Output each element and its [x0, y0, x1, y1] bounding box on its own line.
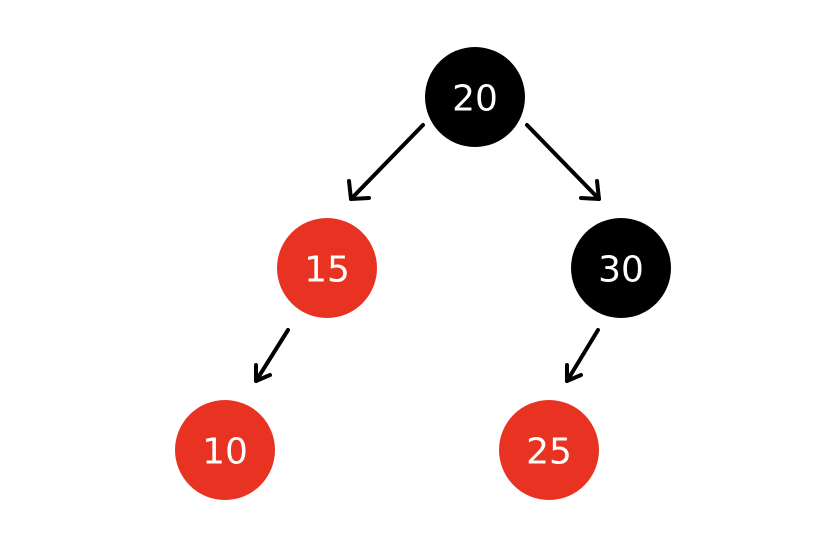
arrow-head — [347, 179, 371, 201]
tree-node-30: 30 — [571, 218, 671, 318]
nodes-layer: 20 15 30 10 25 — [175, 47, 671, 500]
tree-node-15: 15 — [277, 218, 377, 318]
node-label: 10 — [202, 432, 248, 473]
arrow-head — [579, 179, 601, 201]
node-circle-red — [175, 400, 275, 500]
arrow-shaft — [525, 123, 601, 201]
node-circle-black — [571, 218, 671, 318]
node-label: 20 — [452, 79, 498, 120]
edge-arrow-30-to-25 — [565, 328, 600, 383]
arrow-head — [565, 363, 583, 383]
tree-node-20: 20 — [425, 47, 525, 147]
edge-arrow-20-to-15 — [347, 123, 425, 201]
tree-node-25: 25 — [499, 400, 599, 500]
arrow-head — [254, 363, 272, 383]
edges-layer — [254, 123, 601, 383]
node-label: 25 — [526, 432, 572, 473]
node-circle-red — [499, 400, 599, 500]
tree-node-10: 10 — [175, 400, 275, 500]
arrow-shaft — [254, 328, 290, 383]
arrow-shaft — [349, 123, 425, 201]
edge-arrow-20-to-30 — [525, 123, 601, 201]
edge-arrow-15-to-10 — [254, 328, 290, 383]
node-circle-red — [277, 218, 377, 318]
node-circle-black — [425, 47, 525, 147]
node-label: 15 — [304, 250, 350, 291]
arrow-shaft — [565, 328, 600, 383]
node-label: 30 — [598, 250, 644, 291]
